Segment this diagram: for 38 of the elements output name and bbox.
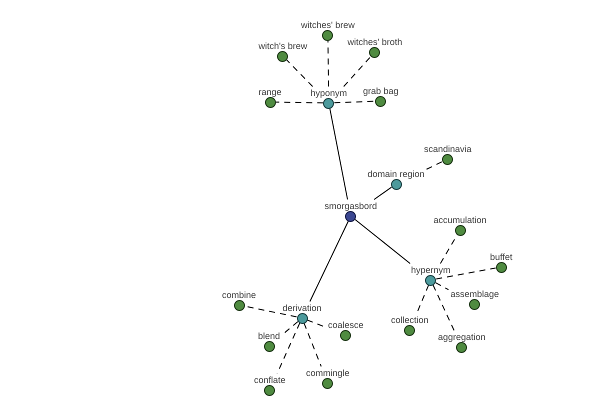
node-label: derivation xyxy=(282,302,323,312)
node-label: hypernym xyxy=(410,264,452,274)
dashed-connector-line xyxy=(435,282,449,290)
node-label: combine xyxy=(221,290,258,300)
node-label: scandinavia xyxy=(423,144,473,154)
node-label: accumulation xyxy=(432,214,488,224)
dashed-connector-line xyxy=(276,322,300,374)
node-label: witches' broth xyxy=(346,36,404,46)
node-label: assemblage xyxy=(450,288,500,298)
node-label: buffet xyxy=(489,252,514,262)
dashed-connector-line xyxy=(327,40,330,87)
dashed-connector-line xyxy=(286,59,314,87)
node-label: smorgasbord xyxy=(324,200,378,210)
dashed-connector-line xyxy=(282,321,298,336)
node-label: blend xyxy=(257,330,282,340)
node-label: witch's brew xyxy=(258,40,308,50)
dashed-connector-line xyxy=(432,284,455,331)
node-label: range xyxy=(258,86,283,96)
dashed-connector-line xyxy=(426,160,444,170)
node-label: coalesce xyxy=(327,320,365,330)
node-label: grab bag xyxy=(362,86,400,96)
dashed-connector-line xyxy=(275,102,324,104)
node-label: aggregation xyxy=(437,332,487,342)
node-label: conflate xyxy=(253,374,287,384)
dashed-connector-line xyxy=(343,56,372,87)
dashed-connector-line xyxy=(304,322,322,367)
node-label: domain region xyxy=(366,168,426,178)
dashed-connector-line xyxy=(416,284,430,314)
connector-line xyxy=(309,220,349,302)
node-label: commingle xyxy=(305,368,351,378)
node-label: hyponym xyxy=(310,88,348,98)
dashed-connector-line xyxy=(334,100,376,104)
dashed-connector-line xyxy=(436,268,496,280)
connector-line xyxy=(374,186,392,200)
connector-line xyxy=(329,108,348,200)
connector-line xyxy=(354,218,411,264)
node-label: witches' brew xyxy=(300,20,356,30)
node-label: collection xyxy=(390,314,430,324)
